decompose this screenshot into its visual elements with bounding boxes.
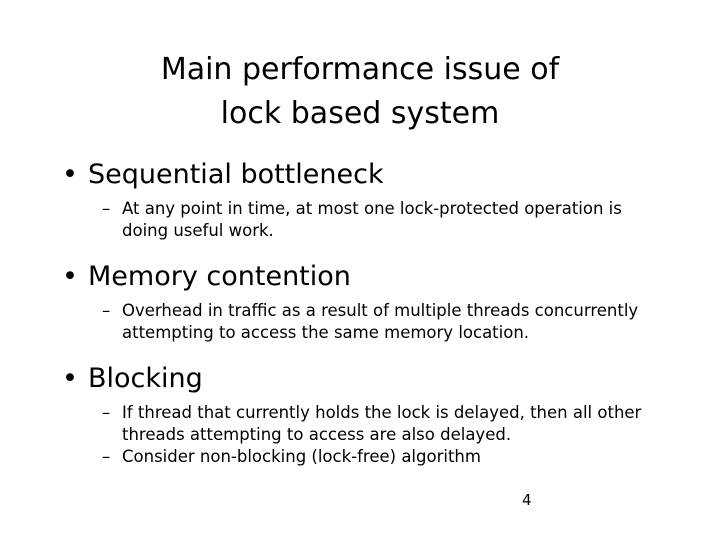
bullet-group-memory-contention: • Memory contention – Overhead in traffi… (0, 260, 720, 344)
bullet-memory-contention: • Memory contention (0, 260, 720, 294)
bullet-group-sequential-bottleneck: • Sequential bottleneck – At any point i… (0, 158, 720, 242)
sub-bullet-text: Overhead in traffic as a result of multi… (122, 301, 639, 342)
bullet-label: Memory contention (88, 261, 351, 292)
sub-bullet-blocking-1: – If thread that currently holds the loc… (0, 402, 720, 446)
spacer (0, 344, 720, 362)
dash-marker-icon: – (102, 199, 111, 218)
sub-bullet-text: Consider non-blocking (lock-free) algori… (122, 447, 481, 466)
sub-bullet-blocking-2: – Consider non-blocking (lock-free) algo… (0, 446, 720, 468)
slide-title: Main performance issue of lock based sys… (160, 52, 560, 131)
bullet-label: Sequential bottleneck (88, 159, 384, 190)
sub-bullet-text: If thread that currently holds the lock … (122, 403, 642, 444)
bullet-marker-icon: • (62, 363, 78, 394)
dash-marker-icon: – (102, 403, 111, 422)
bullet-group-blocking: • Blocking – If thread that currently ho… (0, 362, 720, 468)
slide-body: • Sequential bottleneck – At any point i… (0, 158, 720, 468)
bullet-label: Blocking (88, 363, 203, 394)
dash-marker-icon: – (102, 301, 111, 320)
spacer (0, 242, 720, 260)
dash-marker-icon: – (102, 447, 111, 466)
bullet-marker-icon: • (62, 261, 78, 292)
bullet-blocking: • Blocking (0, 362, 720, 396)
bullet-sequential-bottleneck: • Sequential bottleneck (0, 158, 720, 192)
sub-bullet-text: At any point in time, at most one lock-p… (122, 199, 622, 240)
sub-bullet-sequential-bottleneck-1: – At any point in time, at most one lock… (0, 198, 720, 242)
bullet-marker-icon: • (62, 159, 78, 190)
sub-bullet-memory-contention-1: – Overhead in traffic as a result of mul… (0, 300, 720, 344)
page-number: 4 (522, 491, 532, 509)
